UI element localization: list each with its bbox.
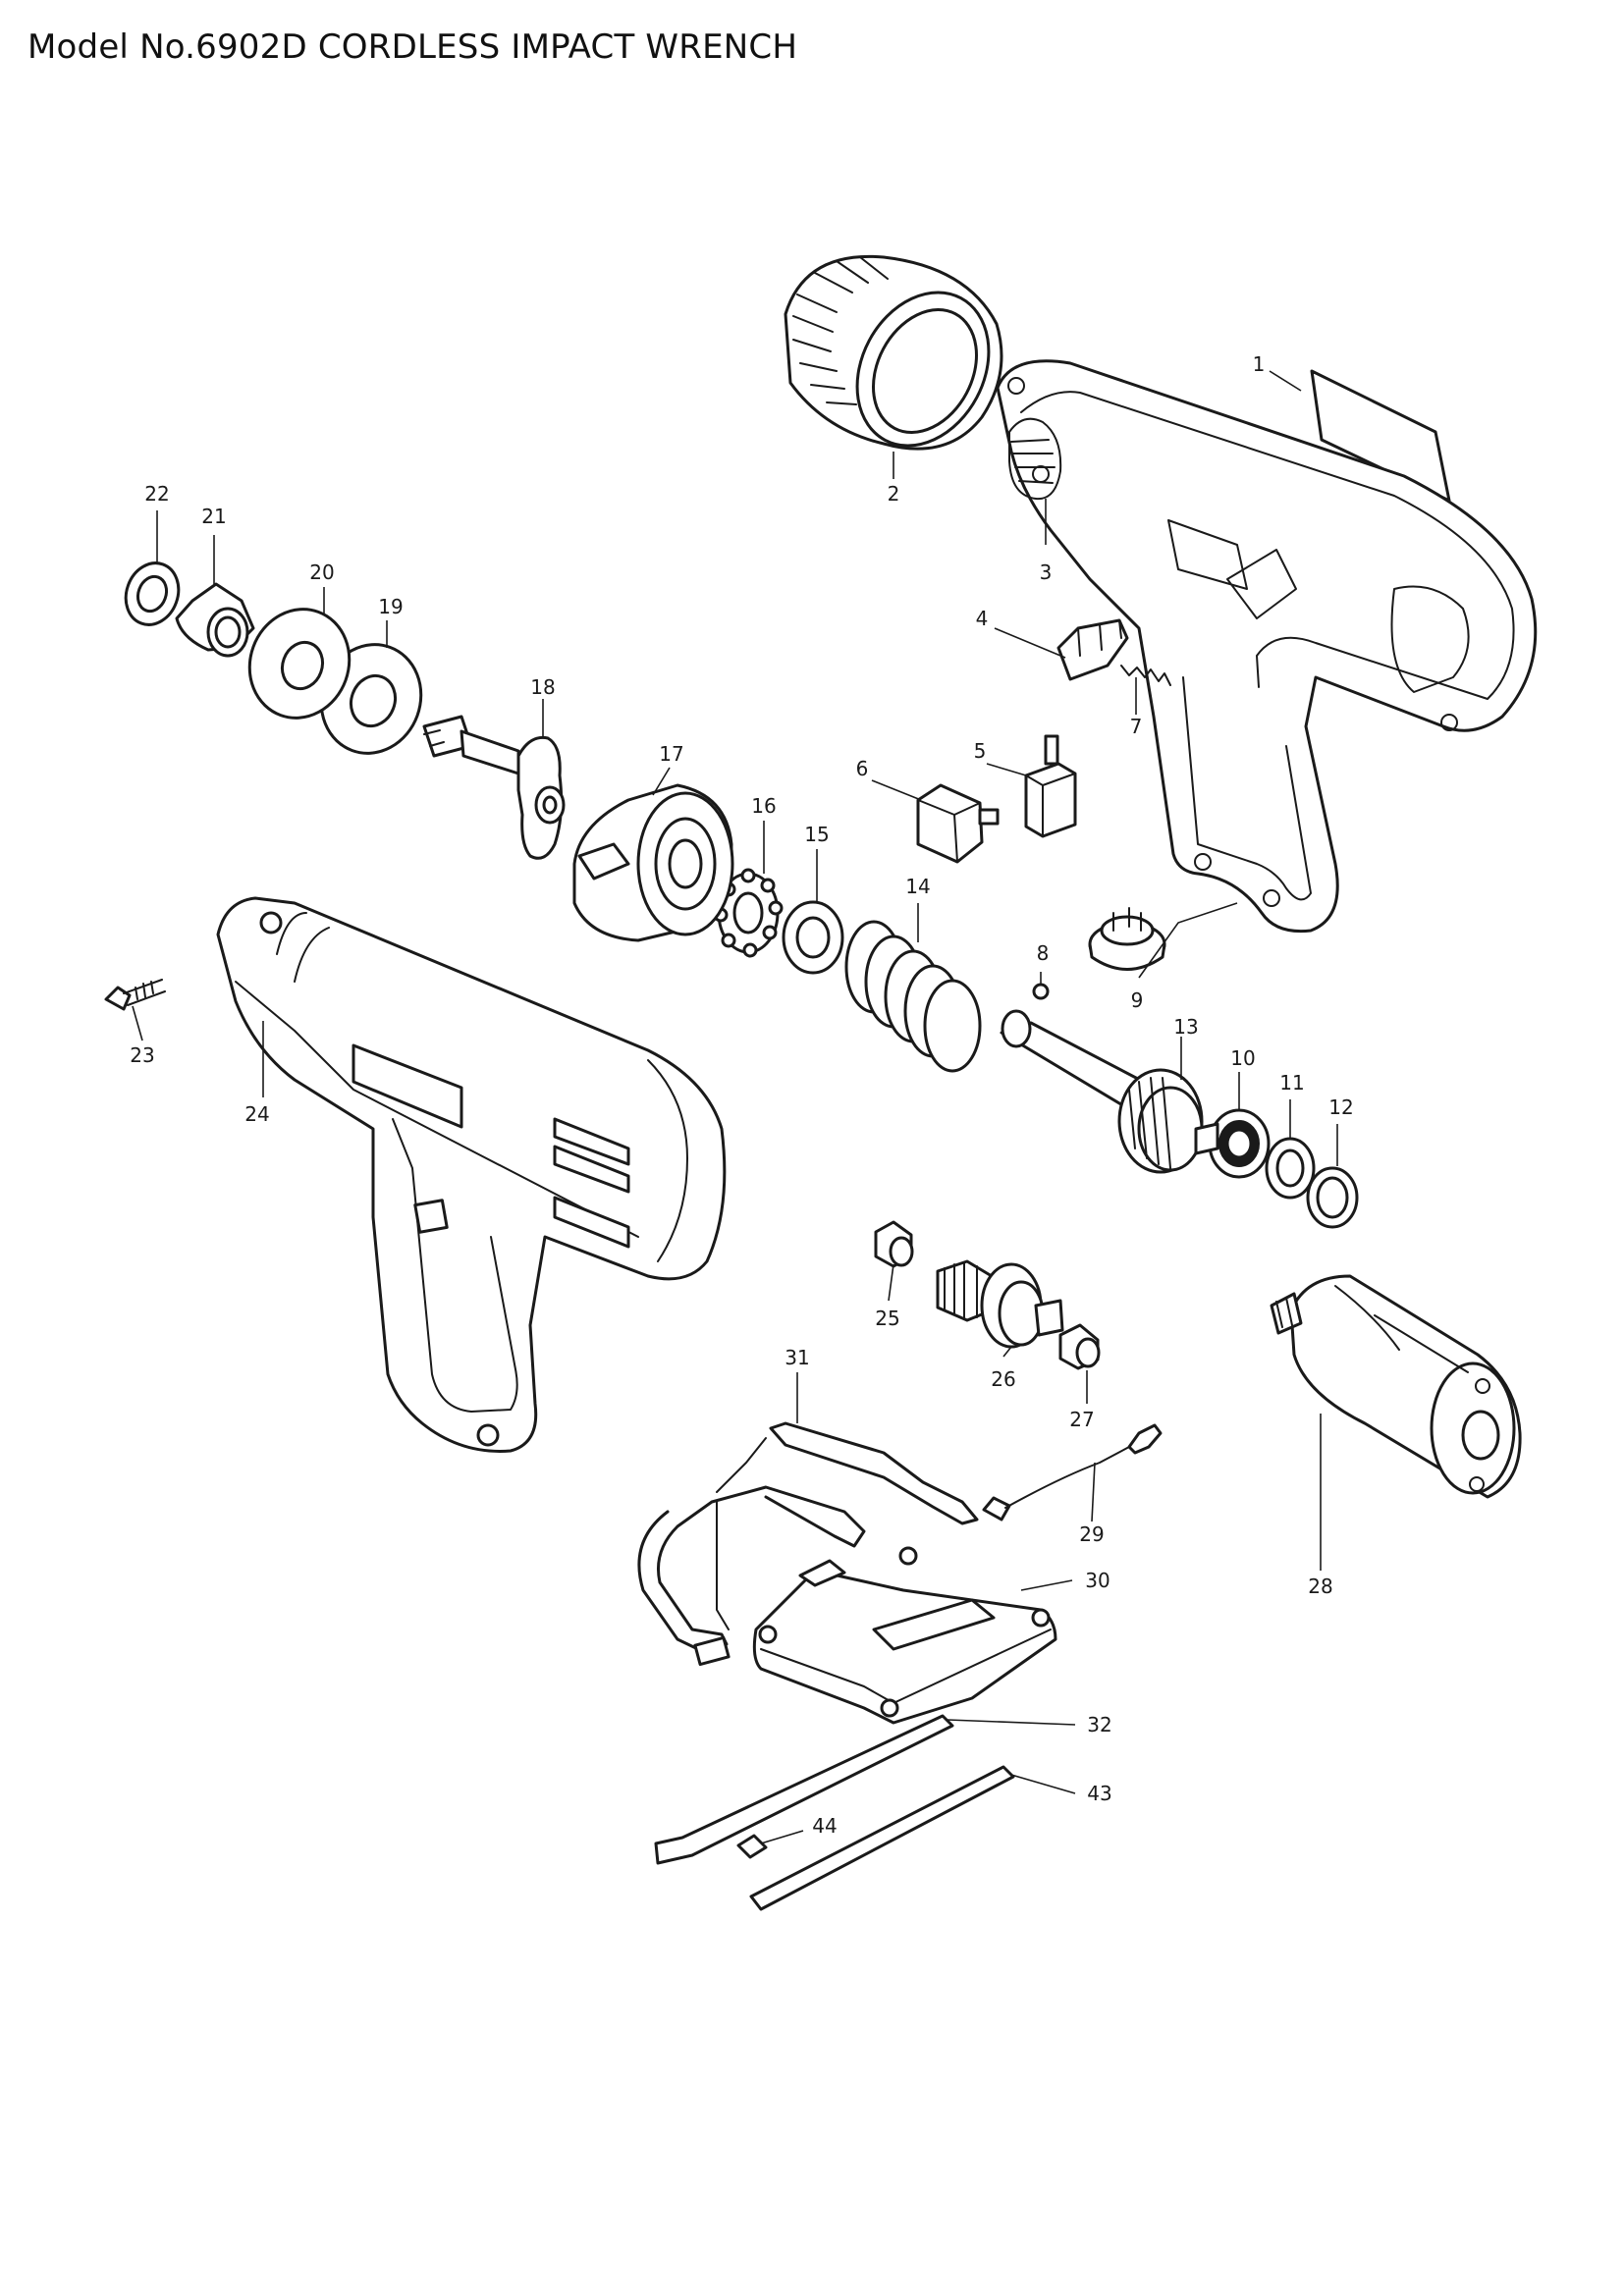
part-14-spring <box>844 920 982 1073</box>
part-29-lead-wire <box>982 1423 1163 1522</box>
leader-lines <box>132 370 1338 1844</box>
label-4: 4 <box>976 607 989 630</box>
label-13: 13 <box>1173 1015 1198 1039</box>
part-18-anvil <box>422 715 566 860</box>
label-28: 28 <box>1308 1575 1332 1598</box>
label-11: 11 <box>1279 1071 1304 1095</box>
label-24: 24 <box>244 1102 269 1126</box>
label-31: 31 <box>785 1346 809 1369</box>
label-22: 22 <box>144 482 169 506</box>
part-15-washer <box>782 900 844 975</box>
part-6-reversing-lever <box>916 783 1000 864</box>
label-14: 14 <box>905 875 930 898</box>
part-23-screw <box>104 979 166 1011</box>
label-32: 32 <box>1087 1713 1111 1736</box>
label-9: 9 <box>1131 988 1144 1012</box>
part-30-controller <box>752 1546 1057 1725</box>
label-29: 29 <box>1079 1522 1104 1546</box>
part-11-washer <box>1265 1137 1316 1200</box>
part-27-bushing <box>1058 1323 1101 1370</box>
label-20: 20 <box>309 561 334 584</box>
part-number-labels: 1 2 3 4 5 6 7 8 9 10 11 12 13 14 15 16 1… <box>130 352 1353 1838</box>
label-27: 27 <box>1069 1408 1094 1431</box>
label-17: 17 <box>659 742 683 766</box>
part-31-terminal <box>637 1421 979 1667</box>
part-10-ball-bearing <box>1208 1108 1271 1179</box>
label-23: 23 <box>130 1043 154 1067</box>
part-25-bushing <box>874 1220 914 1268</box>
part-24-housing <box>216 896 727 1453</box>
label-3: 3 <box>1040 561 1053 584</box>
part-43-cable-tie <box>749 1765 1015 1911</box>
label-25: 25 <box>875 1307 899 1330</box>
part-44-tie-head <box>736 1834 768 1859</box>
part-32-cable-tie <box>654 1714 954 1865</box>
part-5-switch <box>1024 734 1077 838</box>
part-8-steel-ball <box>1032 983 1050 1000</box>
part-7-spring <box>1120 665 1171 686</box>
label-26: 26 <box>991 1367 1015 1391</box>
part-22-o-ring <box>124 561 181 626</box>
label-2: 2 <box>888 482 900 506</box>
label-6: 6 <box>856 757 869 780</box>
part-9-terminal <box>1088 907 1166 971</box>
part-3-housing <box>996 359 1538 934</box>
part-4-switch-bracket <box>1056 618 1129 681</box>
label-16: 16 <box>751 794 776 818</box>
page-title: Model No.6902D CORDLESS IMPACT WRENCH <box>27 27 798 67</box>
label-30: 30 <box>1085 1569 1110 1592</box>
label-7: 7 <box>1130 715 1143 738</box>
label-43: 43 <box>1087 1782 1111 1805</box>
label-12: 12 <box>1328 1095 1353 1119</box>
part-26-gear <box>936 1259 1064 1349</box>
part-20-washer <box>247 608 352 720</box>
part-13-spindle <box>1000 1009 1219 1174</box>
label-15: 15 <box>804 823 829 846</box>
part-2-front-cover <box>784 254 1003 451</box>
part-21-sleeve <box>175 582 255 658</box>
label-8: 8 <box>1037 941 1050 965</box>
label-1: 1 <box>1253 352 1266 376</box>
part-28-motor <box>1270 1274 1522 1499</box>
label-19: 19 <box>378 595 403 618</box>
label-5: 5 <box>974 739 987 763</box>
part-17-hammer <box>572 783 734 942</box>
label-10: 10 <box>1230 1046 1255 1070</box>
label-21: 21 <box>201 505 226 528</box>
part-12-o-ring <box>1306 1166 1359 1229</box>
label-44: 44 <box>812 1814 837 1838</box>
label-18: 18 <box>530 675 555 699</box>
